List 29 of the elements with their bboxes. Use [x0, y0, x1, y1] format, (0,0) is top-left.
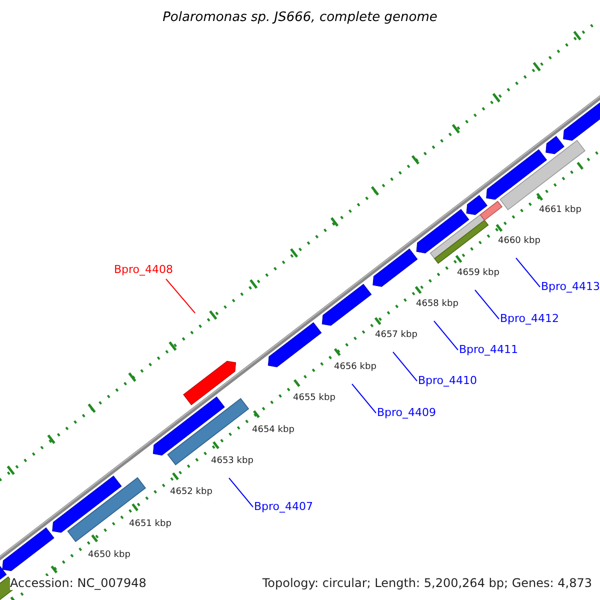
- footer-text: Topology: circular; Length: 5,200,264 bp; Genes: 4,873: [262, 576, 592, 590]
- position-label: 4661 kbp: [539, 205, 582, 215]
- gene-label: Bpro_4407: [254, 500, 314, 513]
- gene-label: Bpro_4412: [500, 312, 560, 325]
- gene-label: Bpro_4408: [114, 263, 174, 276]
- title: Polaromonas sp. JS666, complete genome: [162, 10, 438, 25]
- position-label: 4654 kbp: [252, 425, 294, 435]
- position-label: 4656 kbp: [334, 362, 376, 372]
- position-label: 4653 kbp: [211, 456, 254, 466]
- position-label: 4650 kbp: [88, 550, 130, 560]
- position-label: 4660 kbp: [498, 236, 540, 246]
- leader-line: [516, 258, 540, 288]
- footer-text: Accession: NC_007948: [10, 576, 146, 590]
- gene-label: Bpro_4409: [377, 406, 436, 419]
- leader-line: [434, 320, 458, 350]
- gene-label: Bpro_4411: [459, 343, 518, 356]
- leader-line: [392, 352, 418, 382]
- position-label: 4658 kbp: [416, 299, 458, 309]
- leader-line: [228, 478, 254, 508]
- position-label: 4659 kbp: [457, 268, 500, 278]
- leader-line: [474, 290, 500, 320]
- gene-label: Bpro_4410: [418, 374, 478, 387]
- position-label: 4657 kbp: [375, 330, 418, 340]
- position-label: 4652 kbp: [170, 487, 212, 497]
- leader-line: [166, 278, 196, 314]
- leader-line: [352, 384, 376, 414]
- gene-label: Bpro_4413: [541, 280, 600, 293]
- position-label: 4655 kbp: [293, 393, 336, 403]
- position-label: 4651 kbp: [129, 519, 172, 529]
